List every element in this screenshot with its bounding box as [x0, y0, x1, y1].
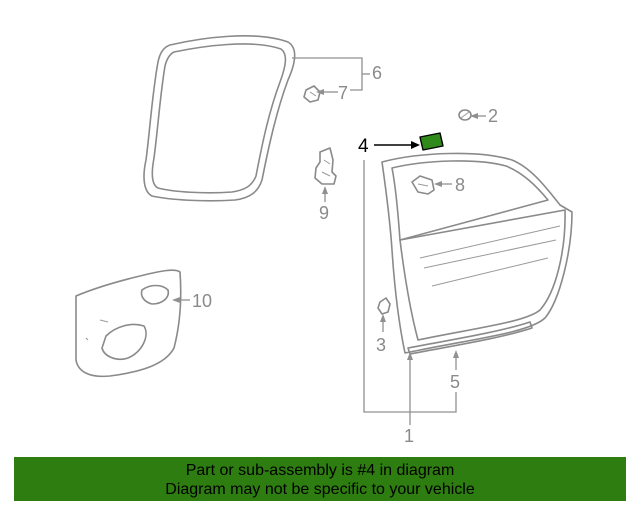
part-10-trim-panel[interactable] — [75, 269, 182, 378]
callout-labels: 6 7 2 4 8 9 10 3 5 1 — [192, 63, 498, 446]
callout-8: 8 — [455, 175, 465, 195]
part-2-plug[interactable] — [458, 109, 472, 121]
part-8-bracket[interactable] — [411, 175, 435, 195]
part-1-door-shell[interactable] — [381, 152, 573, 354]
banner-line-2: Diagram may not be specific to your vehi… — [165, 481, 475, 498]
callout-1: 1 — [404, 426, 414, 446]
part-7-clip[interactable] — [303, 85, 321, 103]
callout-9: 9 — [319, 203, 329, 223]
exploded-parts-diagram: 6 7 2 4 8 9 10 3 5 1 — [75, 35, 573, 446]
part-info-banner: Part or sub-assembly is #4 in diagram Di… — [14, 457, 626, 501]
part-3-clip[interactable] — [377, 297, 391, 315]
leader-lines — [172, 57, 486, 425]
callout-10: 10 — [192, 291, 212, 311]
part-4-highlighted[interactable] — [419, 132, 444, 151]
part-9-hinge[interactable] — [314, 147, 337, 185]
part-6-weatherstrip[interactable] — [143, 35, 296, 202]
callout-4: 4 — [358, 136, 369, 157]
banner-line-1: Part or sub-assembly is #4 in diagram — [185, 462, 455, 479]
callout-2: 2 — [488, 106, 498, 126]
callout-7: 7 — [338, 83, 348, 103]
callout-5: 5 — [450, 372, 460, 392]
part-5-molding[interactable] — [407, 321, 533, 355]
callout-6: 6 — [372, 63, 382, 83]
callout-3: 3 — [376, 335, 386, 355]
